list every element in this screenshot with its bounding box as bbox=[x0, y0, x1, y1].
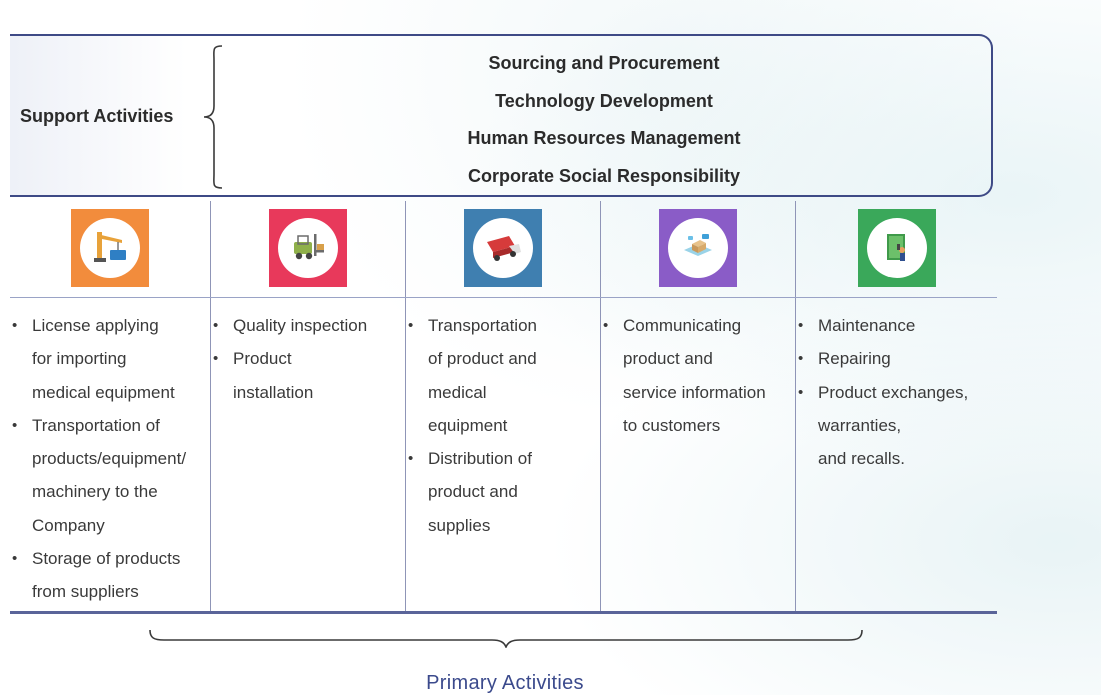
list-item: Maintenance bbox=[796, 309, 997, 343]
primary-column-operations: Quality inspection Product installation bbox=[211, 201, 406, 612]
support-item-technology: Technology Development bbox=[495, 90, 713, 111]
list-item: Repairing bbox=[796, 342, 997, 376]
support-item-hr: Human Resources Management bbox=[467, 128, 741, 148]
column-3-bullets: Transportation of product and medical eq… bbox=[406, 309, 600, 542]
primary-column-service: Maintenance Repairing Product exchanges,… bbox=[796, 201, 997, 612]
list-item: Distribution of product and supplies bbox=[406, 442, 600, 542]
primary-activities-grid: License applying for importing medical e… bbox=[10, 201, 997, 612]
primary-activities-label: Primary Activities bbox=[426, 672, 584, 694]
primary-column-marketing: Communicating product and service inform… bbox=[601, 201, 796, 612]
list-item: Transportation of product and medical eq… bbox=[406, 309, 600, 442]
support-item-csr: Corporate Social Responsibility bbox=[467, 165, 741, 186]
list-item: Transportation of products/equipment/ ma… bbox=[10, 409, 210, 542]
list-item: Storage of products from suppliers bbox=[10, 542, 210, 609]
support-activities-list: Sourcing and Procurement Technology Deve… bbox=[216, 50, 992, 200]
crane-icon bbox=[71, 209, 149, 287]
column-2-bullets: Quality inspection Product installation bbox=[211, 309, 405, 409]
primary-column-outbound: Transportation of product and medical eq… bbox=[406, 201, 601, 612]
column-1-bullets: License applying for importing medical e… bbox=[10, 309, 210, 609]
support-item-sourcing: Sourcing and Procurement bbox=[488, 53, 720, 73]
primary-column-inbound: License applying for importing medical e… bbox=[10, 201, 211, 612]
support-brace bbox=[203, 45, 223, 189]
column-4-bullets: Communicating product and service inform… bbox=[601, 309, 795, 442]
icon-divider-line bbox=[10, 297, 997, 298]
forklift-icon bbox=[269, 209, 347, 287]
maintenance-icon bbox=[857, 209, 936, 287]
support-activities-box bbox=[10, 34, 993, 197]
primary-brace bbox=[149, 629, 863, 648]
truck-icon bbox=[464, 209, 542, 287]
list-item: Quality inspection bbox=[211, 309, 405, 343]
primary-bottom-rule bbox=[10, 611, 997, 614]
list-item: Product installation bbox=[211, 342, 405, 409]
product-info-icon bbox=[659, 209, 737, 287]
list-item: Communicating product and service inform… bbox=[601, 309, 795, 442]
support-activities-label: Support Activities bbox=[20, 106, 174, 126]
column-5-bullets: Maintenance Repairing Product exchanges,… bbox=[796, 309, 997, 475]
list-item: Product exchanges, warranties, and recal… bbox=[796, 376, 997, 476]
list-item: License applying for importing medical e… bbox=[10, 309, 210, 409]
